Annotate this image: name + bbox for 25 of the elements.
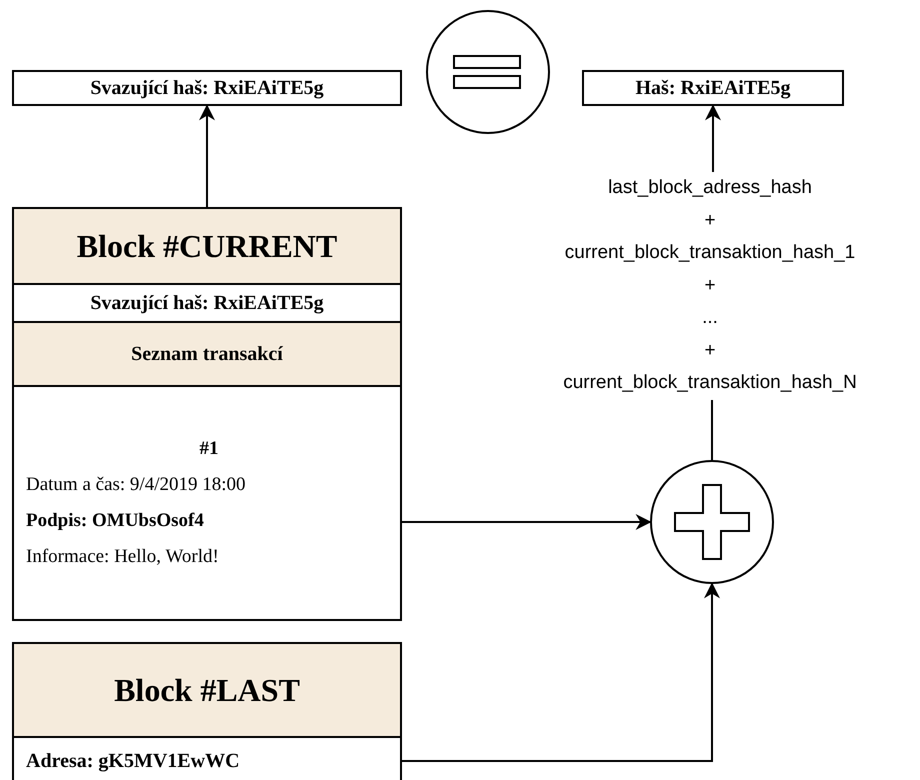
block-title: Block #LAST [14,644,400,736]
section-header: Seznam transakcí [12,321,402,387]
hash-box: Haš: RxiEAiTE5g [582,70,844,106]
arrow [402,514,652,530]
hash-box: Svazující haš: RxiEAiTE5g [12,70,402,106]
formula-line: + [704,208,716,232]
block-title: Block #CURRENT [14,209,400,283]
block-card [12,207,402,619]
arrow [705,104,721,172]
transaction-field: Podpis: OMUbsOsof4 [26,503,392,539]
arrow [199,104,215,207]
block-card [12,642,402,780]
transaction-field: Informace: Hello, World! [26,539,392,575]
arrow [402,582,720,762]
equals-circle [426,10,550,134]
formula-line: current_block_transaktion_hash_N [563,371,857,395]
formula-line: + [704,338,716,362]
transaction-field: Datum a čas: 9/4/2019 18:00 [26,467,392,503]
transaction-number: #1 [198,437,220,461]
formula-line: current_block_transaktion_hash_1 [564,241,856,265]
plus-circle [650,460,774,584]
formula-line: + [704,274,716,298]
formula-line: ... [702,306,718,330]
connector-line [711,400,713,460]
formula-line: last_block_adress_hash [608,176,812,200]
